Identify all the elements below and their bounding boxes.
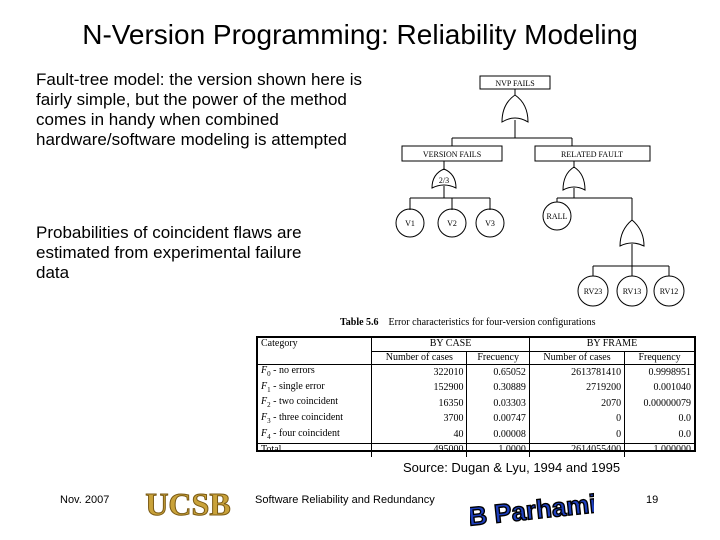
row-category: F2 - two coincident [258,396,372,412]
row-value-f1: 0.00008 [466,427,530,444]
row-value-c2: 0 [528,411,625,428]
row-symbol: F [261,411,268,423]
row-value-f2: 0.9998951 [624,364,694,381]
total-freq-2: 1.000000 [624,443,694,457]
row-value-c2: 2719200 [528,380,625,397]
header-freq-2: Frequency [624,350,694,365]
row-symbol: F [261,380,268,392]
row-value-c2: 2613781410 [528,364,625,381]
slide-title: N-Version Programming: Reliability Model… [82,19,638,50]
paragraph-fault-tree: Fault-tree model: the version shown here… [36,70,362,149]
row-label: - two coincident [270,396,339,408]
row-value-f2: 0.0 [624,411,694,428]
svg-text:B Parhami: B Parhami [470,488,594,528]
tree-label-rv13: RV13 [623,287,641,296]
author-logo: B Parhami [470,488,594,528]
tree-label-v1: V1 [405,219,415,228]
row-label: - four coincident [270,427,340,439]
row-value-c2: 2070 [528,396,625,412]
table-caption-number: Table 5.6 [340,317,379,328]
tree-label-nvp-fails: NVP FAILS [495,79,534,88]
ucsb-logo: UCSB [136,484,240,524]
row-label: - no errors [270,365,315,377]
row-label: - single error [270,380,325,392]
row-symbol: F [261,396,268,408]
row-value-f2: 0.0 [624,427,694,444]
total-label: Total [261,444,282,456]
row-value-f1: 0.00747 [466,411,530,428]
row-value-c1: 152900 [371,380,467,397]
row-value-f1: 0.03303 [466,396,530,412]
row-symbol: F [261,427,268,439]
tree-label-v3: V3 [485,219,495,228]
event-rv13 [616,275,648,307]
event-rv12 [653,275,685,307]
fault-tree-diagram: NVP FAILS VERSION FAILS RELATED FAULT 2/… [395,75,685,307]
event-v2 [437,208,467,238]
row-value-f2: 0.001040 [624,380,694,397]
header-num-cases-1: Number of cases [371,350,467,365]
or-gate-lower [619,219,645,247]
tree-label-rall: RALL [547,212,568,221]
row-category: F3 - three coincident [258,412,372,428]
footer-course-title: Software Reliability and Redundancy [255,494,435,506]
row-value-c1: 40 [371,427,467,444]
tree-box-related-fault [534,145,651,162]
row-category: F4 - four coincident [258,428,372,444]
event-v3 [475,208,505,238]
event-rv23 [577,275,609,307]
tree-label-rv23: RV23 [584,287,602,296]
row-subscript: 4 [267,432,271,441]
tree-label-v2: V2 [447,219,457,228]
or-gate-top [501,94,529,123]
row-subscript: 2 [267,401,271,410]
tree-label-rv12: RV12 [660,287,678,296]
page-number: 19 [646,494,659,506]
row-category: F0 - no errors [258,365,372,381]
row-symbol: F [261,365,268,377]
tree-label-2of3: 2/3 [439,176,449,185]
row-value-c1: 16350 [371,396,467,412]
error-table: Category BY CASE BY FRAME Number of case… [256,336,696,457]
tree-box-version-fails [401,145,503,162]
row-subscript: 0 [267,370,271,379]
row-value-f1: 0.30889 [466,380,530,397]
header-by-frame: BY FRAME [528,338,694,352]
event-v1 [395,208,425,238]
row-value-f1: 0.65052 [466,364,530,381]
header-category: Category [261,338,298,350]
header-freq-1: Frecuency [466,350,530,365]
table-caption: Table 5.6 Error characteristics for four-… [340,317,595,328]
total-freq-1: 1.0000 [466,443,530,457]
footer-date: Nov. 2007 [60,494,110,506]
row-subscript: 1 [267,385,271,394]
paragraph-probabilities: Probabilities of coincident flaws are es… [36,223,302,282]
row-value-c1: 3700 [371,411,467,428]
header-num-cases-2: Number of cases [528,350,625,365]
header-by-case: BY CASE [371,338,530,352]
tree-label-related-fault: RELATED FAULT [561,150,623,159]
total-cases-1: 495000 [371,443,467,457]
source-citation: Source: Dugan & Lyu, 1994 and 1995 [403,460,621,475]
svg-text:UCSB: UCSB [145,486,230,522]
row-value-c1: 322010 [371,364,467,381]
event-rall [542,201,572,231]
row-subscript: 3 [267,416,271,425]
tree-label-version-fails: VERSION FAILS [423,150,481,159]
row-label: - three coincident [270,411,344,423]
voting-gate-2of3 [431,168,457,189]
row-value-c2: 0 [528,427,625,444]
row-value-f2: 0.00000079 [624,396,694,412]
or-gate-related [562,166,586,191]
row-category: F1 - single error [258,381,372,397]
total-cases-2: 2614055400 [528,443,625,457]
table-caption-text: Error characteristics for four-version c… [388,317,596,328]
